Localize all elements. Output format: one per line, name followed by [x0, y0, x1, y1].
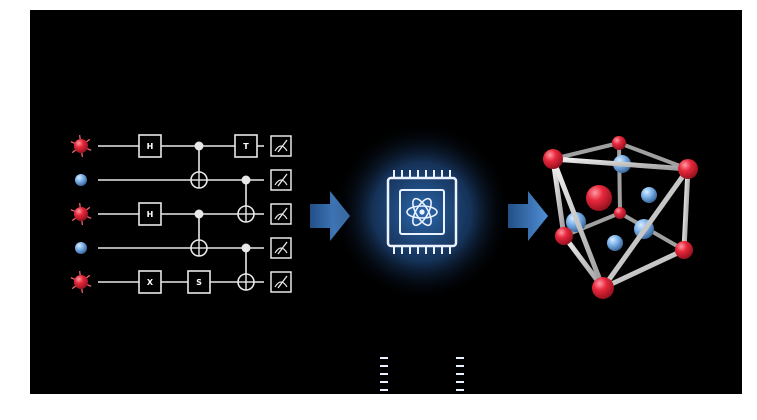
- quantum-simulation-diagram: H T H X S: [70, 122, 698, 391]
- cnot-control: [194, 209, 204, 219]
- gate-h: [138, 202, 162, 226]
- atom-red: [74, 139, 88, 153]
- meter-arc: [274, 179, 288, 186]
- gate-x: [138, 270, 162, 294]
- gate-label: H: [147, 210, 154, 219]
- gate-label: S: [196, 278, 202, 287]
- meter-arc: [274, 281, 288, 288]
- gate-label: H: [147, 142, 154, 151]
- meter-needle: [277, 139, 288, 153]
- chip-pins: [380, 170, 464, 391]
- gate-label: T: [243, 142, 249, 151]
- atom-red: [74, 207, 88, 221]
- gate-t: [234, 134, 258, 158]
- meter-needle: [277, 173, 288, 187]
- meter-needle: [277, 207, 288, 221]
- crystal-lattice-icon: [543, 136, 698, 299]
- meter-needle: [277, 275, 288, 289]
- arrow-right-icon: [508, 191, 548, 241]
- gate-s: [187, 270, 211, 294]
- meter-arc: [274, 247, 288, 254]
- atom-red: [74, 275, 88, 289]
- quantum-chip-icon: [332, 122, 512, 391]
- cnot-control: [241, 243, 251, 253]
- atom-blue: [75, 242, 87, 254]
- diagram-panel: H T H X S: [30, 10, 742, 394]
- gate-label: X: [147, 278, 154, 287]
- cnot-control: [241, 175, 251, 185]
- cnot-control: [194, 141, 204, 151]
- meter-needle: [277, 241, 288, 255]
- quantum-circuit: H T H X S: [70, 134, 292, 294]
- atom-blue: [75, 174, 87, 186]
- meter-arc: [274, 145, 288, 152]
- gate-h: [138, 134, 162, 158]
- atom-icon: [406, 197, 438, 227]
- meter-arc: [274, 213, 288, 220]
